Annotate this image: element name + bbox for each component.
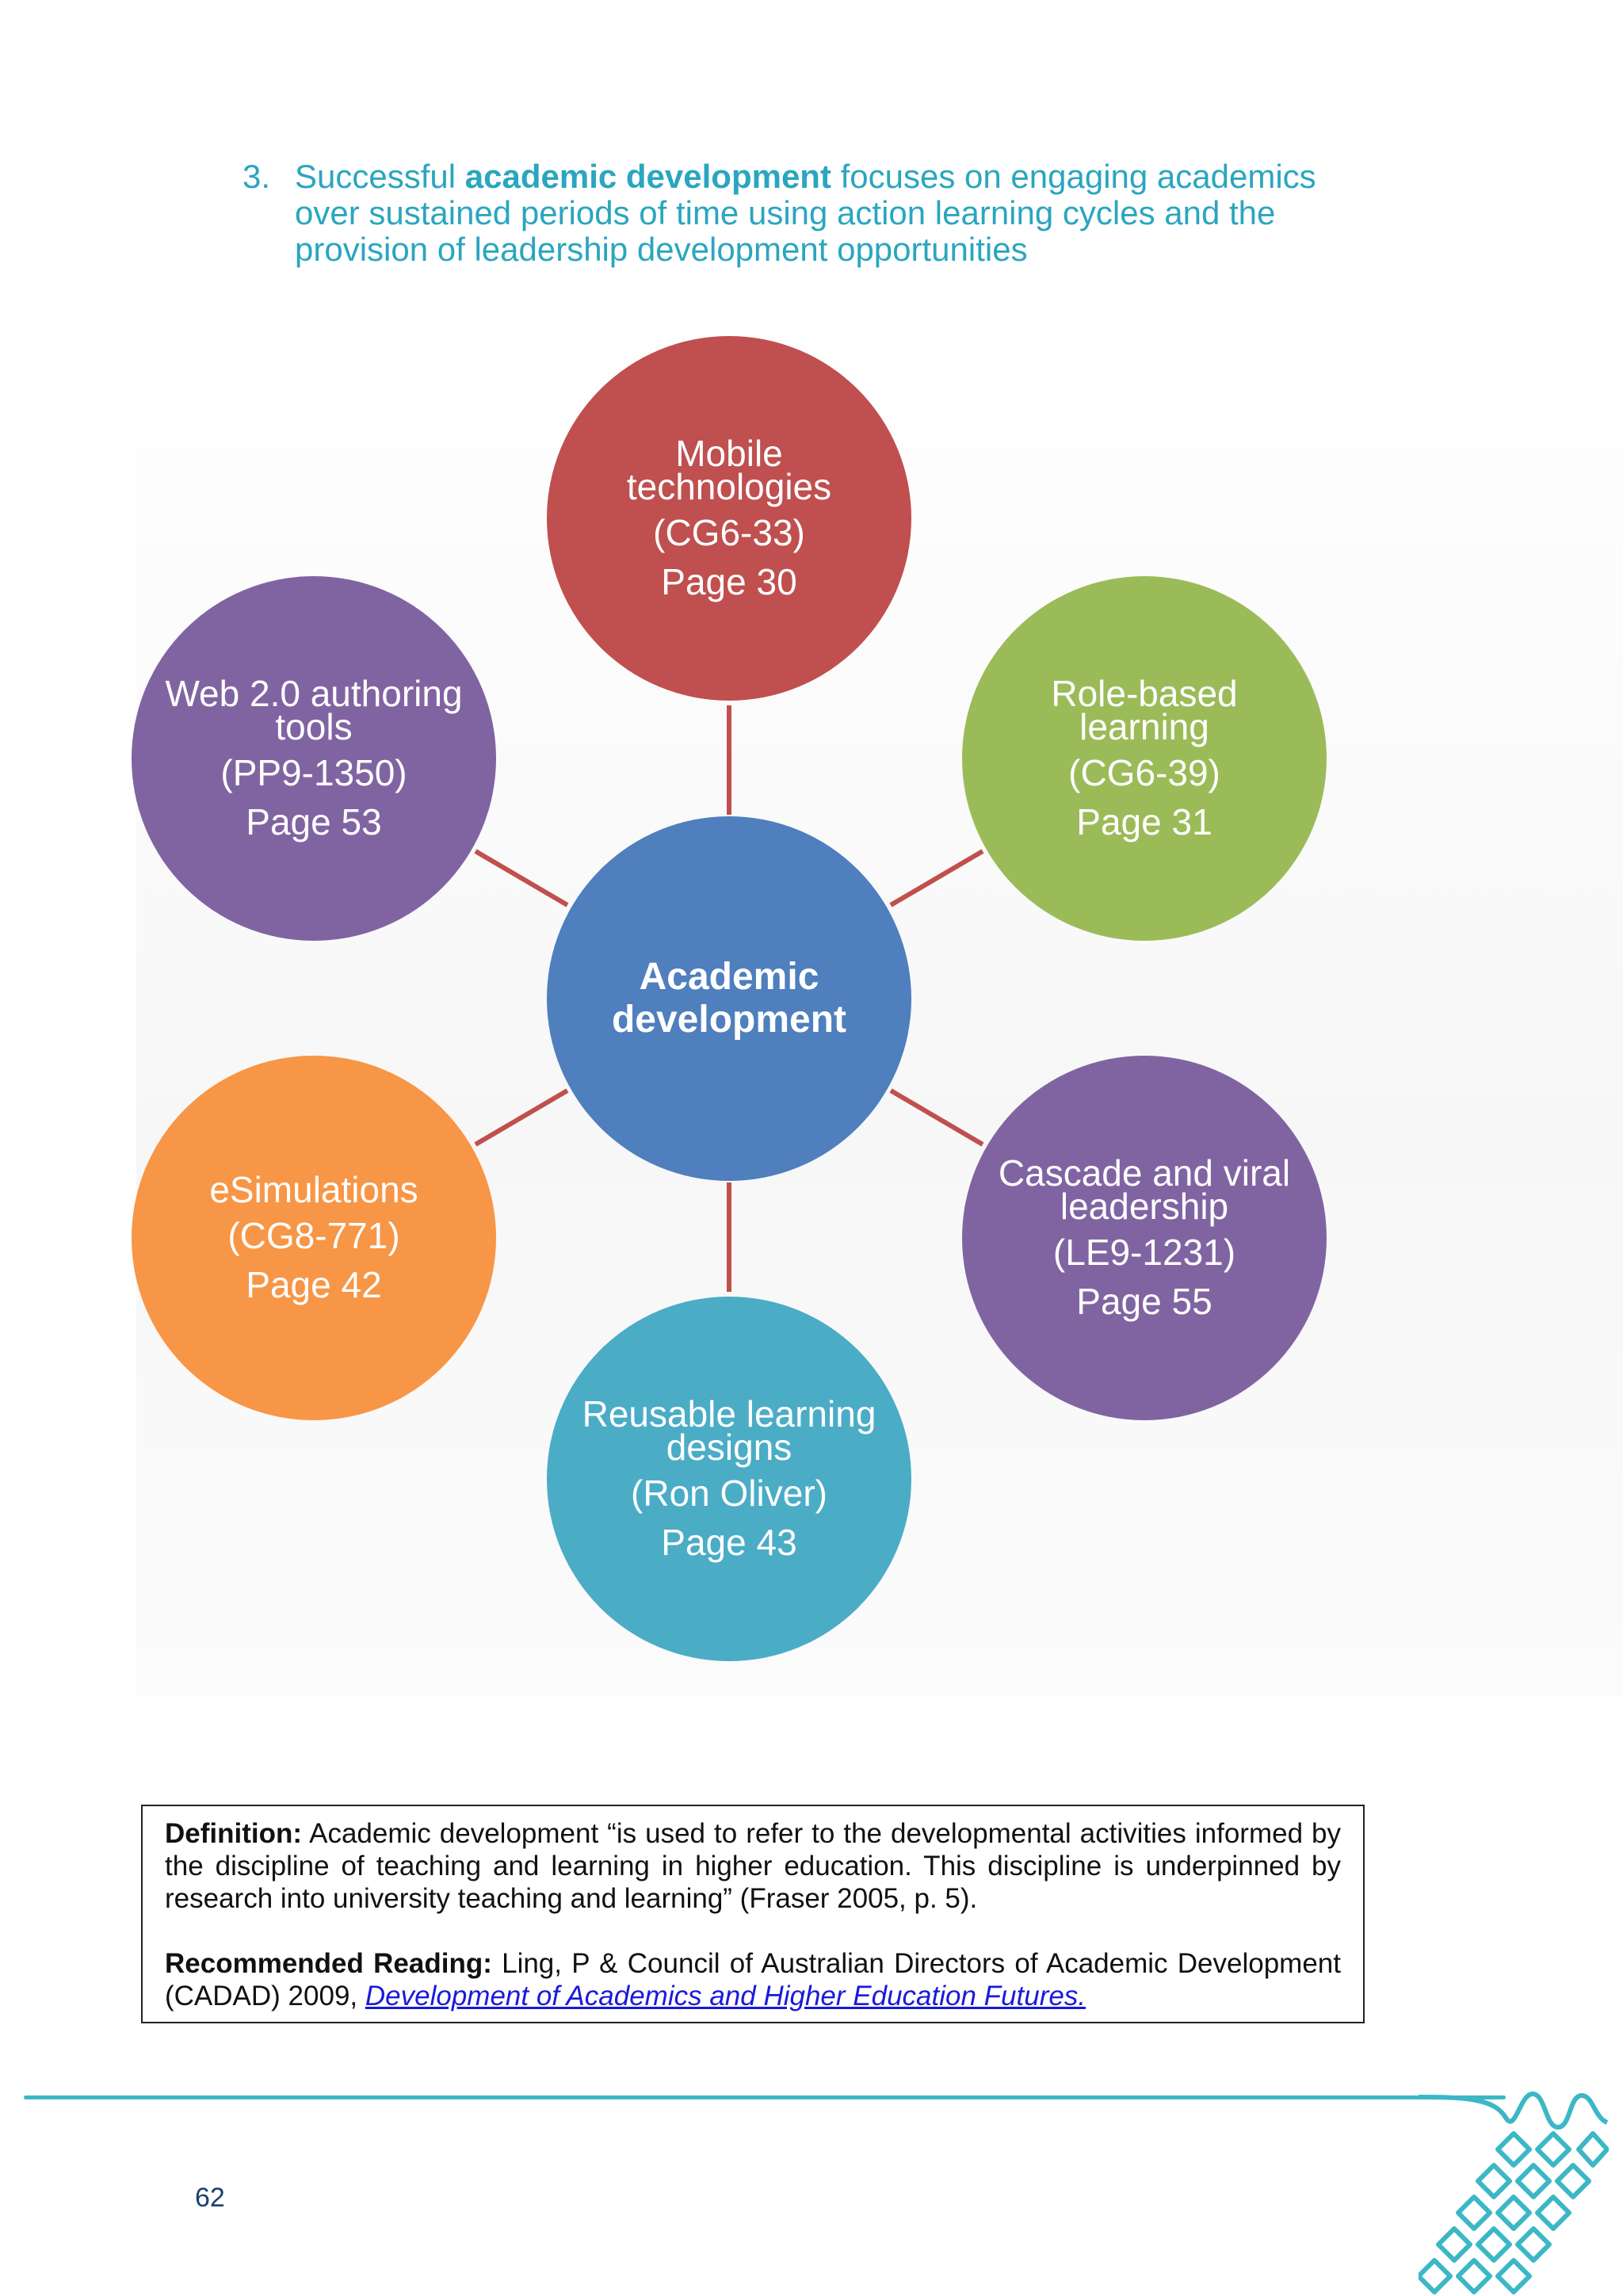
node-esimulations-code: (CG8-771)	[227, 1215, 400, 1256]
recommended-reading-label: Recommended Reading:	[165, 1948, 492, 1979]
node-mobile-technologies-page: Page 30	[661, 561, 797, 602]
footer-divider	[24, 2095, 1506, 2099]
node-mobile-technologies-title: Mobile technologies	[626, 433, 832, 507]
node-web-authoring-tools-title: Web 2.0 authoring tools	[165, 673, 463, 747]
node-cascade-viral-leadership-code: (LE9-1231)	[1052, 1232, 1236, 1273]
node-cascade-viral-leadership: Cascade and viral leadership (LE9-1231) …	[962, 1056, 1327, 1420]
node-esimulations: eSimulations (CG8-771) Page 42	[132, 1056, 496, 1420]
node-reusable-learning-designs-code: (Ron Oliver)	[631, 1473, 827, 1514]
node-academic-development: Academic development	[547, 816, 911, 1181]
heading-text-bold: academic development	[464, 158, 831, 195]
node-web-authoring-tools: Web 2.0 authoring tools (PP9-1350) Page …	[132, 576, 496, 941]
node-cascade-viral-leadership-title: Cascade and viral leadership	[998, 1152, 1291, 1227]
definition-paragraph: Definition: Academic development “is use…	[165, 1817, 1341, 1915]
section-heading: 3. Successful academic development focus…	[242, 159, 1384, 268]
node-academic-development-title: Academic development	[611, 956, 847, 1041]
heading-text-before: Successful	[295, 158, 465, 195]
page-number: 62	[195, 2183, 225, 2213]
node-esimulations-page: Page 42	[246, 1264, 382, 1305]
definition-text: Academic development “is used to refer t…	[165, 1818, 1341, 1914]
heading-number: 3.	[242, 158, 271, 195]
recommended-reading-link[interactable]: Development of Academics and Higher Educ…	[365, 1981, 1086, 2011]
node-role-based-learning: Role-based learning (CG6-39) Page 31	[962, 576, 1327, 941]
node-reusable-learning-designs-page: Page 43	[661, 1522, 797, 1563]
node-role-based-learning-code: (CG6-39)	[1068, 752, 1220, 793]
node-web-authoring-tools-code: (PP9-1350)	[220, 752, 407, 793]
node-reusable-learning-designs-title: Reusable learning designs	[582, 1393, 876, 1468]
node-role-based-learning-page: Page 31	[1076, 801, 1212, 842]
node-role-based-learning-title: Role-based learning	[1051, 673, 1238, 747]
node-reusable-learning-designs: Reusable learning designs (Ron Oliver) P…	[547, 1297, 911, 1661]
recommended-reading-paragraph: Recommended Reading: Ling, P & Council o…	[165, 1947, 1341, 2012]
node-cascade-viral-leadership-page: Page 55	[1076, 1281, 1212, 1322]
connector-web	[474, 849, 569, 907]
heading-text: Successful academic development focuses …	[295, 159, 1384, 268]
heading-text-after: focuses on engaging academics over susta…	[295, 158, 1316, 268]
recommended-reading-text: Ling, P & Council of Australian Director…	[165, 1948, 1341, 2011]
connector-esim	[474, 1088, 569, 1147]
node-web-authoring-tools-page: Page 53	[246, 801, 382, 842]
connector-role	[889, 849, 984, 907]
node-esimulations-title: eSimulations	[209, 1169, 418, 1210]
definition-label: Definition:	[165, 1818, 303, 1849]
wave-diamond-logo-icon	[1419, 2092, 1609, 2294]
node-mobile-technologies-code: (CG6-33)	[653, 512, 805, 553]
definition-box: Definition: Academic development “is use…	[141, 1805, 1365, 2023]
connector-cascade	[889, 1088, 984, 1147]
node-mobile-technologies: Mobile technologies (CG6-33) Page 30	[547, 336, 911, 701]
